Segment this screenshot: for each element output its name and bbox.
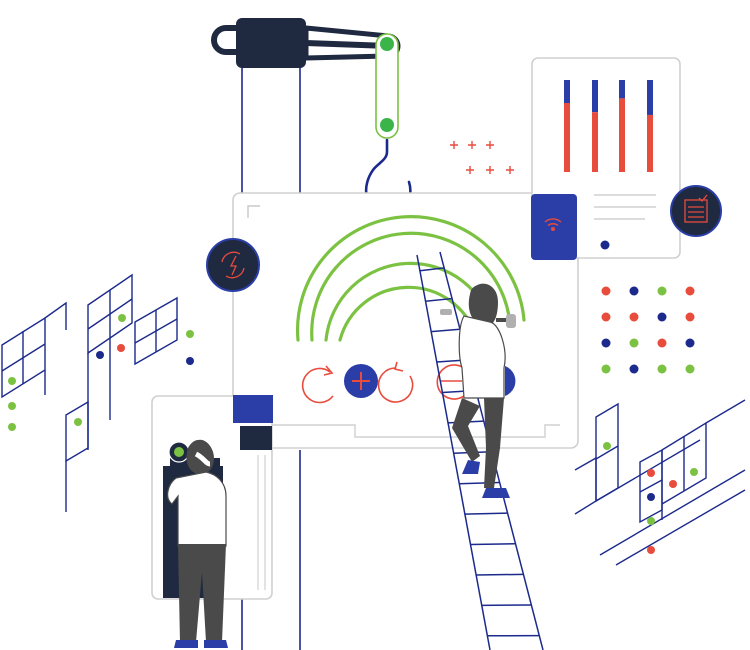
wifi-icon (544, 218, 562, 231)
refresh-icon[interactable] (377, 361, 414, 403)
main-panel (232, 192, 579, 449)
bar-top-segment (592, 80, 598, 113)
grid-dot (601, 338, 611, 348)
bar-top-segment (564, 80, 570, 103)
ladder-rung (419, 267, 445, 272)
bar-top-segment (647, 80, 653, 115)
grid-dot (629, 312, 639, 322)
ladder-rung (431, 328, 461, 333)
grid-dot (601, 286, 611, 296)
decor-grid-right (574, 399, 746, 566)
hook-assembly (364, 33, 412, 214)
decor-grid-left (1, 273, 178, 512)
grid-dot (657, 364, 667, 374)
checklist-icon[interactable] (670, 185, 722, 237)
crane-arm (211, 18, 401, 68)
grid-dot (657, 338, 667, 348)
ladder-rung (476, 573, 524, 576)
bar-chart-bars (564, 80, 653, 172)
undo-icon[interactable] (301, 365, 334, 404)
grid-dot (685, 286, 695, 296)
grid-dot (685, 312, 695, 322)
decor-dots-left (8, 314, 194, 431)
grid-dot (601, 364, 611, 374)
person-left (167, 439, 228, 648)
ladder-rung (425, 297, 453, 302)
decor-dots-right (603, 442, 698, 554)
toggle-icon[interactable] (436, 364, 516, 400)
ladder-rung (464, 512, 508, 515)
grid-dot (601, 312, 611, 322)
bar-top-segment (619, 80, 625, 99)
grid-dot (685, 364, 695, 374)
bar-bottom-segment (619, 98, 625, 172)
bar-bottom-segment (647, 114, 653, 172)
decor-plus-marks (450, 141, 514, 174)
person-on-ladder (440, 283, 516, 498)
power-cycle-icon[interactable] (206, 238, 260, 292)
grid-dot (629, 286, 639, 296)
grid-dot (685, 338, 695, 348)
grid-dot (657, 312, 667, 322)
wifi-tile[interactable] (531, 194, 577, 260)
grid-dot (629, 338, 639, 348)
grid-dot (657, 286, 667, 296)
bar-bottom-segment (564, 103, 570, 172)
grid-dot (629, 364, 639, 374)
ladder-rung (470, 542, 516, 546)
bar-bottom-segment (592, 112, 598, 172)
dot-grid (601, 286, 695, 374)
add-icon[interactable] (344, 364, 378, 398)
